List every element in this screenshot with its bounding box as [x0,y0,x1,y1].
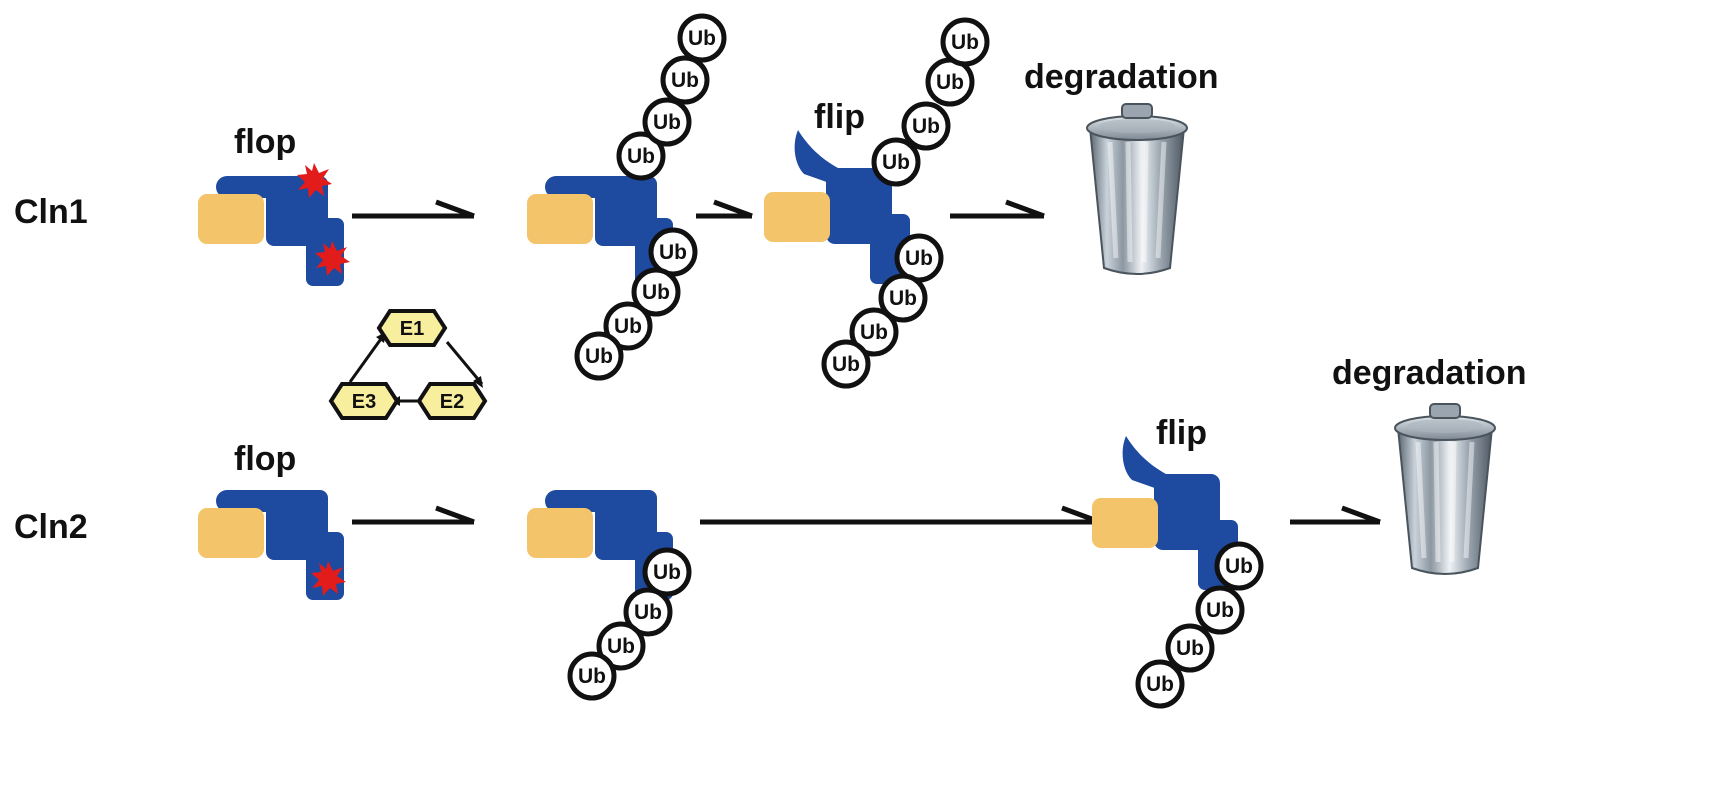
cln2-flip-label: flip [1156,414,1207,452]
cln2-trash-can-icon [1395,404,1495,574]
svg-text:Ub: Ub [832,353,860,376]
cln1-flip-ub-chain-bottom: Ub Ub Ub Ub [824,236,941,386]
svg-text:Ub: Ub [585,345,613,368]
cln1-degradation-label: degradation [1024,58,1219,96]
svg-text:Ub: Ub [653,111,681,134]
svg-text:Ub: Ub [860,321,888,344]
svg-text:Ub: Ub [1146,673,1174,696]
cln2-flop-label: flop [234,440,296,478]
svg-text:Ub: Ub [1206,599,1234,622]
svg-text:Ub: Ub [1225,555,1253,578]
cln2-degradation-label: degradation [1332,354,1527,392]
svg-text:Ub: Ub [634,601,662,624]
svg-text:Ub: Ub [936,71,964,94]
svg-text:Ub: Ub [671,69,699,92]
enzyme-e3: E3 [329,382,399,420]
svg-text:Ub: Ub [905,247,933,270]
svg-text:Ub: Ub [653,561,681,584]
cln1-flip-ub-chain-top: Ub Ub Ub Ub [874,20,987,184]
cln2-ub-chain: Ub Ub Ub Ub [570,550,689,698]
svg-text:Ub: Ub [614,315,642,338]
cln2-flop-protein [198,490,346,600]
cln1-ub-chain-bottom: Ub Ub Ub Ub [577,230,695,378]
enzyme-cycle: E1 E2 E3 [329,309,487,420]
svg-text:E1: E1 [400,318,424,340]
cln1-flop-label: flop [234,123,296,161]
enzyme-e1: E1 [377,309,447,347]
svg-text:E3: E3 [352,391,376,413]
cln1-arrow-3 [950,202,1044,219]
cln1-flip-label: flip [814,98,865,136]
svg-text:Ub: Ub [882,151,910,174]
cln1-flop-protein [198,163,350,286]
svg-text:E2: E2 [440,391,464,413]
cln2-arrow-2 [700,508,1100,525]
svg-text:Ub: Ub [951,31,979,54]
svg-text:Ub: Ub [627,145,655,168]
svg-text:Ub: Ub [1176,637,1204,660]
cln1-ub-chain-top: Ub Ub Ub Ub [619,16,724,178]
cln2-arrow-3 [1290,508,1380,525]
svg-text:Ub: Ub [688,27,716,50]
svg-text:Ub: Ub [642,281,670,304]
cln1-arrow-1 [352,202,474,219]
cln2-arrow-1 [352,508,474,525]
row-label-cln2: Cln2 [14,508,88,546]
svg-text:Ub: Ub [659,241,687,264]
svg-text:Ub: Ub [607,635,635,658]
svg-text:Ub: Ub [912,115,940,138]
svg-text:Ub: Ub [889,287,917,310]
enzyme-e2: E2 [417,382,487,420]
row-label-cln1: Cln1 [14,193,88,231]
cln2-flip-ub-chain: Ub Ub Ub Ub [1138,544,1261,706]
cln1-trash-can-icon [1087,104,1187,274]
svg-text:Ub: Ub [578,665,606,688]
cln1-arrow-2 [696,202,752,219]
